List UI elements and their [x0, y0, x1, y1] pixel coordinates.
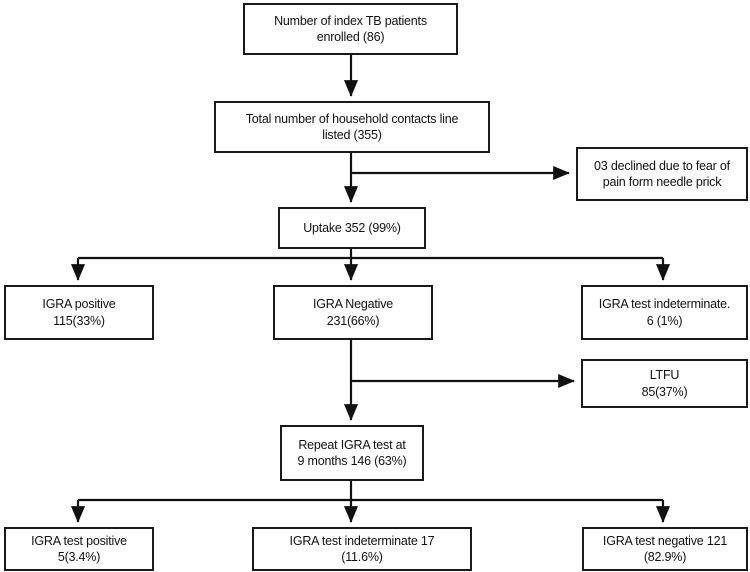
- node-ltfu-line2: 85(37%): [641, 384, 688, 399]
- node-declined-line2: pain form needle prick: [602, 175, 722, 189]
- node-repeat-negative-line1: IGRA test negative 121: [602, 533, 728, 548]
- node-declined-fear-needle[interactable]: 03 declined due to fear of pain form nee…: [576, 147, 748, 201]
- node-declined-line1: 03 declined due to fear of: [594, 158, 730, 173]
- node-igra-positive[interactable]: IGRA positive 115(33%): [4, 285, 154, 340]
- node-igra-negative[interactable]: IGRA Negative 231(66%): [273, 285, 433, 340]
- node-repeat-negative-text: IGRA test negative 121 (82.9%): [589, 533, 741, 566]
- node-repeat-text: Repeat IGRA test at 9 months 146 (63%): [287, 437, 417, 470]
- node-repeat-positive-text: IGRA test positive 5(3.4%): [11, 533, 147, 566]
- node-declined-text: 03 declined due to fear of pain form nee…: [583, 158, 741, 191]
- node-ltfu-text: LTFU 85(37%): [588, 367, 741, 400]
- node-repeat-igra-indeterminate[interactable]: IGRA test indeterminate 17 (11.6%): [252, 527, 472, 571]
- node-lost-to-follow-up[interactable]: LTFU 85(37%): [581, 359, 748, 408]
- node-igra-negative-line2: 231(66%): [326, 313, 380, 328]
- node-household-contacts-listed[interactable]: Total number of household contacts line …: [214, 101, 490, 153]
- node-index-text: Number of index TB patients enrolled (86…: [250, 13, 451, 46]
- node-igra-negative-text: IGRA Negative 231(66%): [280, 296, 426, 329]
- node-repeat-line1: Repeat IGRA test at: [298, 437, 406, 452]
- node-igra-indeterminate-line2: 6 (1%): [646, 313, 683, 328]
- node-igra-negative-line1: IGRA Negative: [312, 297, 394, 312]
- node-repeat-line2: 9 months 146 (63%): [297, 454, 407, 468]
- node-repeat-indeterminate-line2: (11.6%): [341, 550, 383, 564]
- node-ltfu-line1: LTFU: [649, 368, 680, 383]
- node-igra-positive-text: IGRA positive 115(33%): [11, 296, 147, 329]
- node-listed-line2: listed (355): [322, 128, 382, 142]
- node-index-line2: enrolled (86): [316, 30, 385, 44]
- node-igra-positive-line2: 115(33%): [53, 313, 105, 328]
- node-repeat-igra-positive[interactable]: IGRA test positive 5(3.4%): [4, 527, 154, 571]
- node-repeat-igra-negative[interactable]: IGRA test negative 121 (82.9%): [582, 527, 748, 571]
- node-igra-indeterminate-line1: IGRA test indeterminate.: [598, 297, 731, 312]
- node-uptake[interactable]: Uptake 352 (99%): [278, 207, 426, 249]
- node-repeat-positive-line2: 5(3.4%): [57, 550, 101, 564]
- node-uptake-line1: Uptake 352 (99%): [303, 220, 401, 235]
- node-uptake-text: Uptake 352 (99%): [285, 220, 419, 236]
- node-index-tb-patients[interactable]: Number of index TB patients enrolled (86…: [243, 3, 458, 55]
- node-repeat-negative-line2: (82.9%): [643, 550, 687, 564]
- node-repeat-indeterminate-text: IGRA test indeterminate 17 (11.6%): [259, 533, 465, 566]
- node-listed-text: Total number of household contacts line …: [221, 111, 483, 144]
- node-igra-indeterminate[interactable]: IGRA test indeterminate. 6 (1%): [581, 285, 748, 340]
- node-repeat-indeterminate-line1: IGRA test indeterminate 17: [289, 533, 435, 548]
- node-repeat-igra-9-months[interactable]: Repeat IGRA test at 9 months 146 (63%): [280, 425, 424, 481]
- node-repeat-positive-line1: IGRA test positive: [31, 533, 127, 548]
- node-igra-indeterminate-text: IGRA test indeterminate. 6 (1%): [588, 296, 741, 329]
- node-listed-line1: Total number of household contacts line: [245, 111, 459, 126]
- node-igra-positive-line1: IGRA positive: [42, 297, 116, 312]
- node-index-line1: Number of index TB patients: [274, 13, 427, 28]
